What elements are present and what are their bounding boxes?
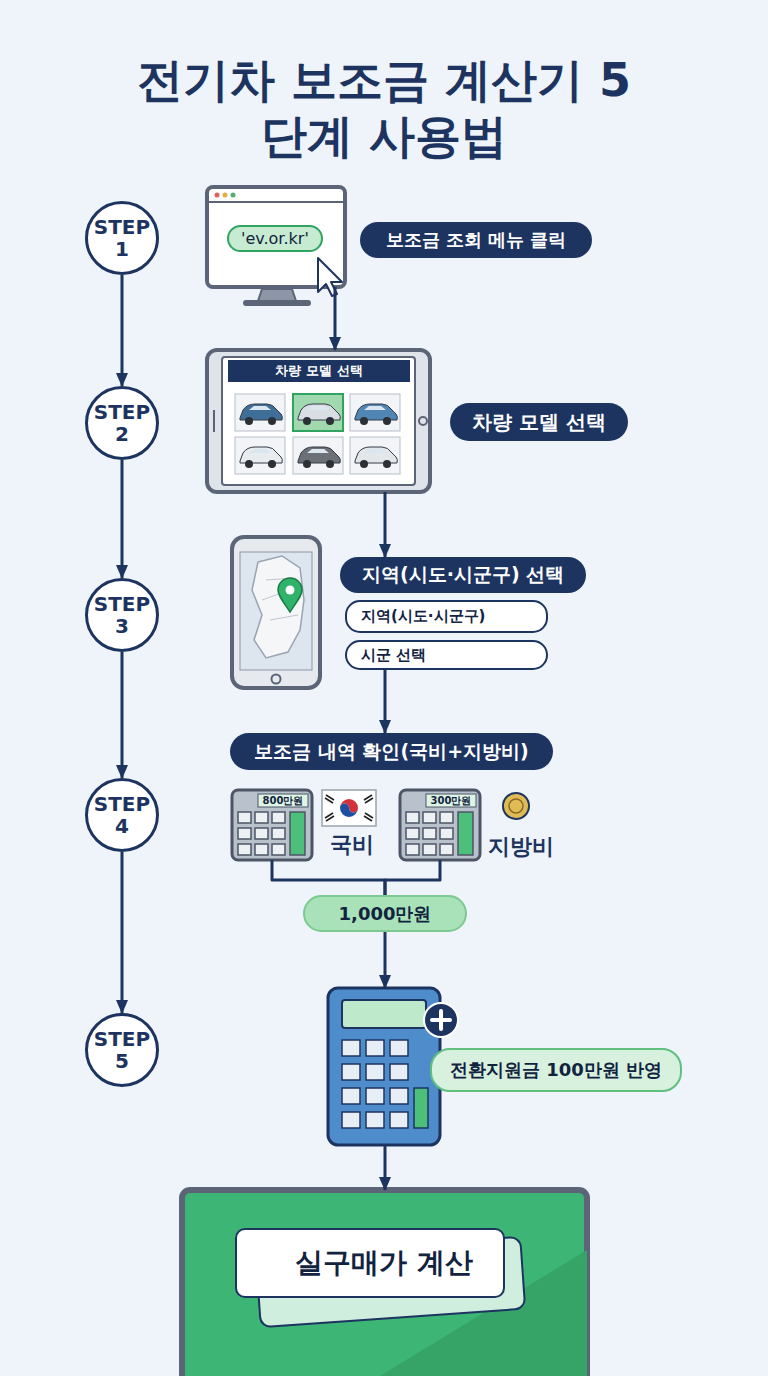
url-pill: 'ev.or.kr' — [227, 225, 323, 252]
display-value: 300만원 — [426, 794, 476, 807]
node-text: STEP 3 — [91, 593, 153, 637]
monitor-screen: 'ev.or.kr' — [207, 187, 345, 287]
step-circle: STEP 4 — [85, 778, 159, 852]
flow-arrow — [121, 852, 124, 1013]
display-value: 800만원 — [258, 794, 308, 807]
step-label: 보조금 내역 확인(국비+지방비) — [230, 733, 553, 770]
side-label: 국비 — [330, 830, 374, 860]
flow-arrow — [384, 932, 387, 988]
step-label: 보조금 조회 메뉴 클릭 — [360, 222, 592, 258]
flow-arrow — [384, 670, 387, 733]
flow-arrow — [272, 860, 385, 895]
step-circle: STEP 3 — [85, 578, 159, 652]
calculator: 전환지원금 100만원 반영 — [328, 988, 440, 1145]
flow-arrow — [121, 460, 124, 578]
tablet: 차량 모델 선택 — [207, 350, 430, 492]
bonus-pill: 전환지원금 100만원 반영 — [430, 1048, 682, 1092]
calculator: 800만원국비 — [232, 790, 312, 860]
screen-header: 차량 모델 선택 — [228, 360, 410, 382]
step-circle: STEP 5 — [85, 1013, 159, 1087]
diagram-title: 전기차 보조금 계산기 5단계 사용법 — [124, 52, 644, 164]
step-circle: STEP 1 — [85, 201, 159, 275]
node-text: 보조금 조회 메뉴 클릭 — [386, 228, 567, 252]
node-text: STEP 5 — [91, 1028, 153, 1072]
node-text: STEP 4 — [91, 793, 153, 837]
node-text: 지역(시도·시군구) 선택 — [362, 562, 564, 588]
node-text: 1,000만원 — [339, 902, 432, 926]
step-label: 지역(시도·시군구) 선택 — [340, 557, 586, 593]
calculator: 300만원지방비 — [400, 790, 480, 860]
flow-arrow — [121, 652, 124, 778]
flow-arrow — [334, 287, 337, 350]
dropdown: 지역(시도·시군구) — [345, 600, 548, 633]
node-text: 보조금 내역 확인(국비+지방비) — [254, 739, 529, 765]
price-tag: 실구매가 계산 — [235, 1228, 505, 1298]
step-label: 차량 모델 선택 — [450, 403, 628, 441]
step-circle: STEP 2 — [85, 386, 159, 460]
node-text: STEP 2 — [91, 401, 153, 445]
total-pill: 1,000만원 — [303, 895, 467, 932]
flow-arrow — [121, 275, 124, 386]
flow-arrow — [385, 860, 440, 895]
flow-arrow — [384, 492, 387, 557]
dropdown: 시군 선택 — [345, 640, 548, 670]
node-text: 차량 모델 선택 — [472, 409, 606, 436]
node-text: 지역(시도·시군구) — [361, 607, 485, 626]
side-label: 지방비 — [488, 832, 554, 862]
flow-arrow — [384, 1145, 387, 1190]
result-screen: 실구매가 계산 — [182, 1190, 587, 1376]
node-text: STEP 1 — [91, 216, 153, 260]
node-text: 시군 선택 — [361, 646, 426, 665]
